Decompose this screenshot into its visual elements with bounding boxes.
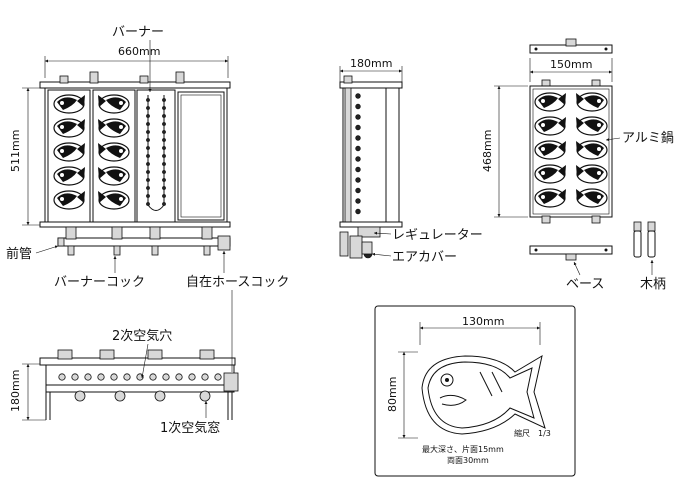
- label-base: ベース: [566, 277, 604, 292]
- dim-width-pan: 150mm: [550, 58, 592, 71]
- label-secondary-air-hole: 2次空気穴: [112, 328, 172, 344]
- label-burner: バーナー: [112, 25, 164, 40]
- label-air-cover: エアカバー: [392, 250, 457, 265]
- dim-height-front: 511mm: [9, 130, 22, 172]
- label-aluminum-pan: アルミ鍋: [622, 130, 674, 146]
- bottom-view: 180mm 2次空気穴 1次空気窓: [9, 290, 239, 436]
- burner-holes: [146, 98, 166, 206]
- label-regulator: レギュレーター: [392, 228, 483, 243]
- dim-height-bottom: 180mm: [9, 370, 22, 412]
- pan-view: 150mm 468mm アルミ鍋 ベース 木柄: [481, 38, 674, 292]
- label-burner-cock: バーナーコック: [54, 275, 145, 290]
- mold-detail: 130mm 80mm 縮尺 1/3 最大深さ、片面15mm 両面30mm: [374, 305, 576, 477]
- label-front-pipe: 前管: [6, 246, 32, 262]
- burner-cocks: [65, 226, 231, 256]
- front-view: 660mm 511mm: [6, 25, 289, 290]
- dim-width-front: 660mm: [118, 45, 160, 58]
- dim-width-side: 180mm: [350, 57, 392, 70]
- dim-height-pan: 468mm: [481, 130, 494, 172]
- label-free-hose-cock: 自在ホースコック: [186, 275, 289, 290]
- mold-scale: 縮尺 1/3: [514, 428, 551, 438]
- label-wooden-handle: 木柄: [640, 277, 666, 292]
- dim-mold-height: 80mm: [386, 377, 399, 412]
- side-holes: [355, 93, 361, 215]
- mold-depth-line2: 両面30mm: [447, 456, 489, 465]
- side-view: 180mm レギュレーター エアカバー: [339, 57, 483, 265]
- mold-depth-line1: 最大深さ、片面15mm: [422, 444, 504, 454]
- label-primary-air-window: 1次空気窓: [160, 420, 220, 436]
- dim-mold-width: 130mm: [462, 315, 504, 328]
